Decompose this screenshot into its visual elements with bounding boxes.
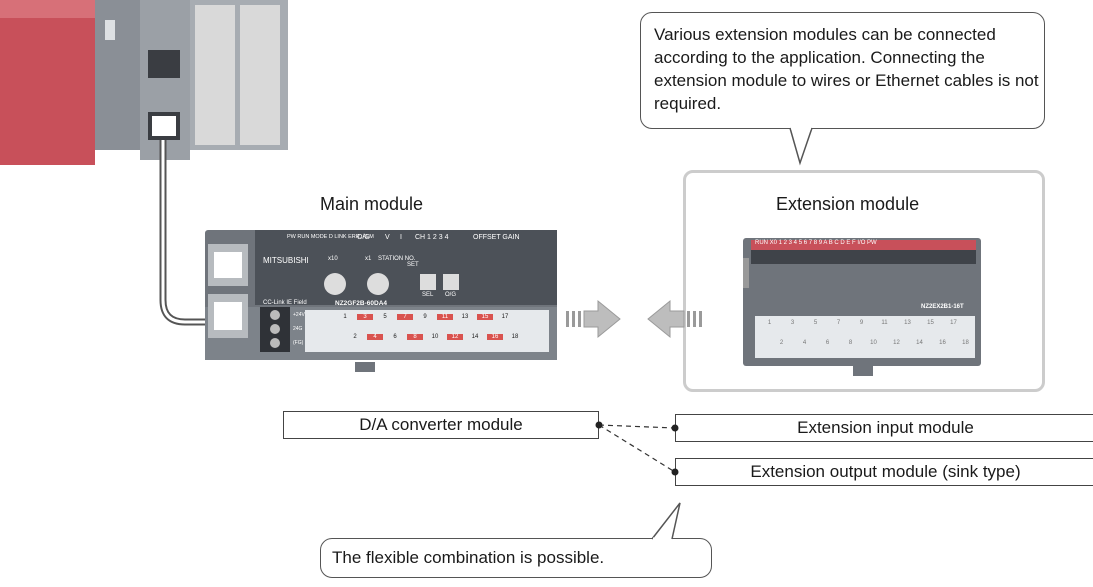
right-arrow-icon (566, 299, 621, 339)
terminal-bottom: 18 (511, 334, 519, 340)
main-offset-label: OFFSET GAIN (473, 234, 520, 241)
ext-input-box: Extension input module (675, 414, 1093, 442)
terminal-bottom: 10 (431, 334, 439, 340)
plc-unit (0, 0, 290, 170)
terminal-top: 13 (904, 320, 911, 326)
main-og2-label: O/G (445, 292, 457, 298)
terminal-bottom: 12 (447, 334, 463, 340)
callout-top-text: Various extension modules can be connect… (654, 25, 1039, 113)
terminal-top: 15 (927, 320, 934, 326)
main-module-label: Main module (320, 194, 424, 214)
terminal-top: 9 (423, 314, 427, 320)
terminal-top: 17 (950, 320, 957, 326)
ext-terminals-top: 1 3 5 7 9 11 13 15 17 (761, 320, 962, 326)
main-x1-label: x1 (365, 256, 372, 262)
terminal-top: 1 (343, 314, 347, 320)
main-v-label: V (385, 234, 390, 241)
terminal-bottom: 14 (916, 340, 923, 346)
terminal-top: 5 (813, 320, 818, 326)
main-station-label: STATION NO. (378, 256, 416, 262)
main-24g-label: 24G (293, 326, 303, 332)
main-ch-label: CH 1 2 3 4 (415, 234, 449, 241)
main-brand: MITSUBISHI (263, 256, 309, 265)
main-fg-label: (FG) (293, 340, 304, 346)
main-og-label: O/G (357, 234, 370, 241)
main-24v-label: +24V (293, 312, 305, 318)
extension-module-device: RUN X0 1 2 3 4 5 6 7 8 9 A B C D E F I/O… (743, 228, 983, 378)
main-sel-label: SEL (422, 292, 434, 298)
terminal-bottom: 4 (802, 340, 807, 346)
extension-frame (683, 170, 1045, 392)
main-x10-label: x10 (328, 256, 338, 262)
terminal-top: 7 (836, 320, 841, 326)
ext-model-label: NZ2EX2B1-16T (921, 304, 964, 310)
extension-module-label: Extension module (776, 194, 920, 214)
terminal-bottom: 14 (471, 334, 479, 340)
callout-bottom-text: The flexible combination is possible. (332, 548, 605, 567)
callout-flexible (320, 538, 712, 578)
terminal-top: 7 (397, 314, 413, 320)
terminal-bottom: 4 (367, 334, 383, 340)
ext-output-box: Extension output module (sink type) (675, 458, 1093, 486)
main-model-label: NZ2GF2B-60DA4 (335, 300, 388, 307)
main-terminals-bottom: 2 4 6 8 10 12 14 16 18 (347, 334, 523, 340)
terminal-top: 3 (357, 314, 373, 320)
terminal-bottom: 8 (848, 340, 853, 346)
terminal-bottom: 10 (870, 340, 877, 346)
da-converter-box: D/A converter module (283, 411, 599, 439)
ext-led-row: RUN X0 1 2 3 4 5 6 7 8 9 A B C D E F I/O… (755, 240, 877, 246)
terminal-bottom: 6 (393, 334, 397, 340)
terminal-bottom: 16 (939, 340, 946, 346)
terminal-top: 9 (859, 320, 864, 326)
terminal-bottom: 18 (962, 340, 969, 346)
terminal-top: 11 (437, 314, 453, 320)
terminal-bottom: 2 (779, 340, 784, 346)
terminal-top: 13 (461, 314, 469, 320)
main-led-row: PW RUN MODE D LINK ERR. ALM (287, 234, 374, 240)
terminal-top: 3 (790, 320, 795, 326)
terminal-top: 11 (881, 320, 888, 326)
terminal-bottom: 2 (353, 334, 357, 340)
callout-extension-info (640, 12, 1045, 129)
main-cclink-label: CC-Link IE Field (263, 300, 307, 306)
main-set-label: SET (407, 262, 419, 268)
terminal-top: 5 (383, 314, 387, 320)
terminal-bottom: 8 (407, 334, 423, 340)
terminal-bottom: 12 (893, 340, 900, 346)
terminal-bottom: 6 (825, 340, 830, 346)
ext-terminals-bottom: 2 4 6 8 10 12 14 16 18 (773, 340, 974, 346)
terminal-top: 1 (767, 320, 772, 326)
terminal-bottom: 16 (487, 334, 503, 340)
main-module-device: PW RUN MODE D LINK ERR. ALM O/G V I CH 1… (205, 222, 557, 372)
main-i-label: I (400, 234, 402, 241)
main-terminals-top: 1 3 5 7 9 11 13 15 17 (337, 314, 513, 320)
terminal-top: 17 (501, 314, 509, 320)
terminal-top: 15 (477, 314, 493, 320)
